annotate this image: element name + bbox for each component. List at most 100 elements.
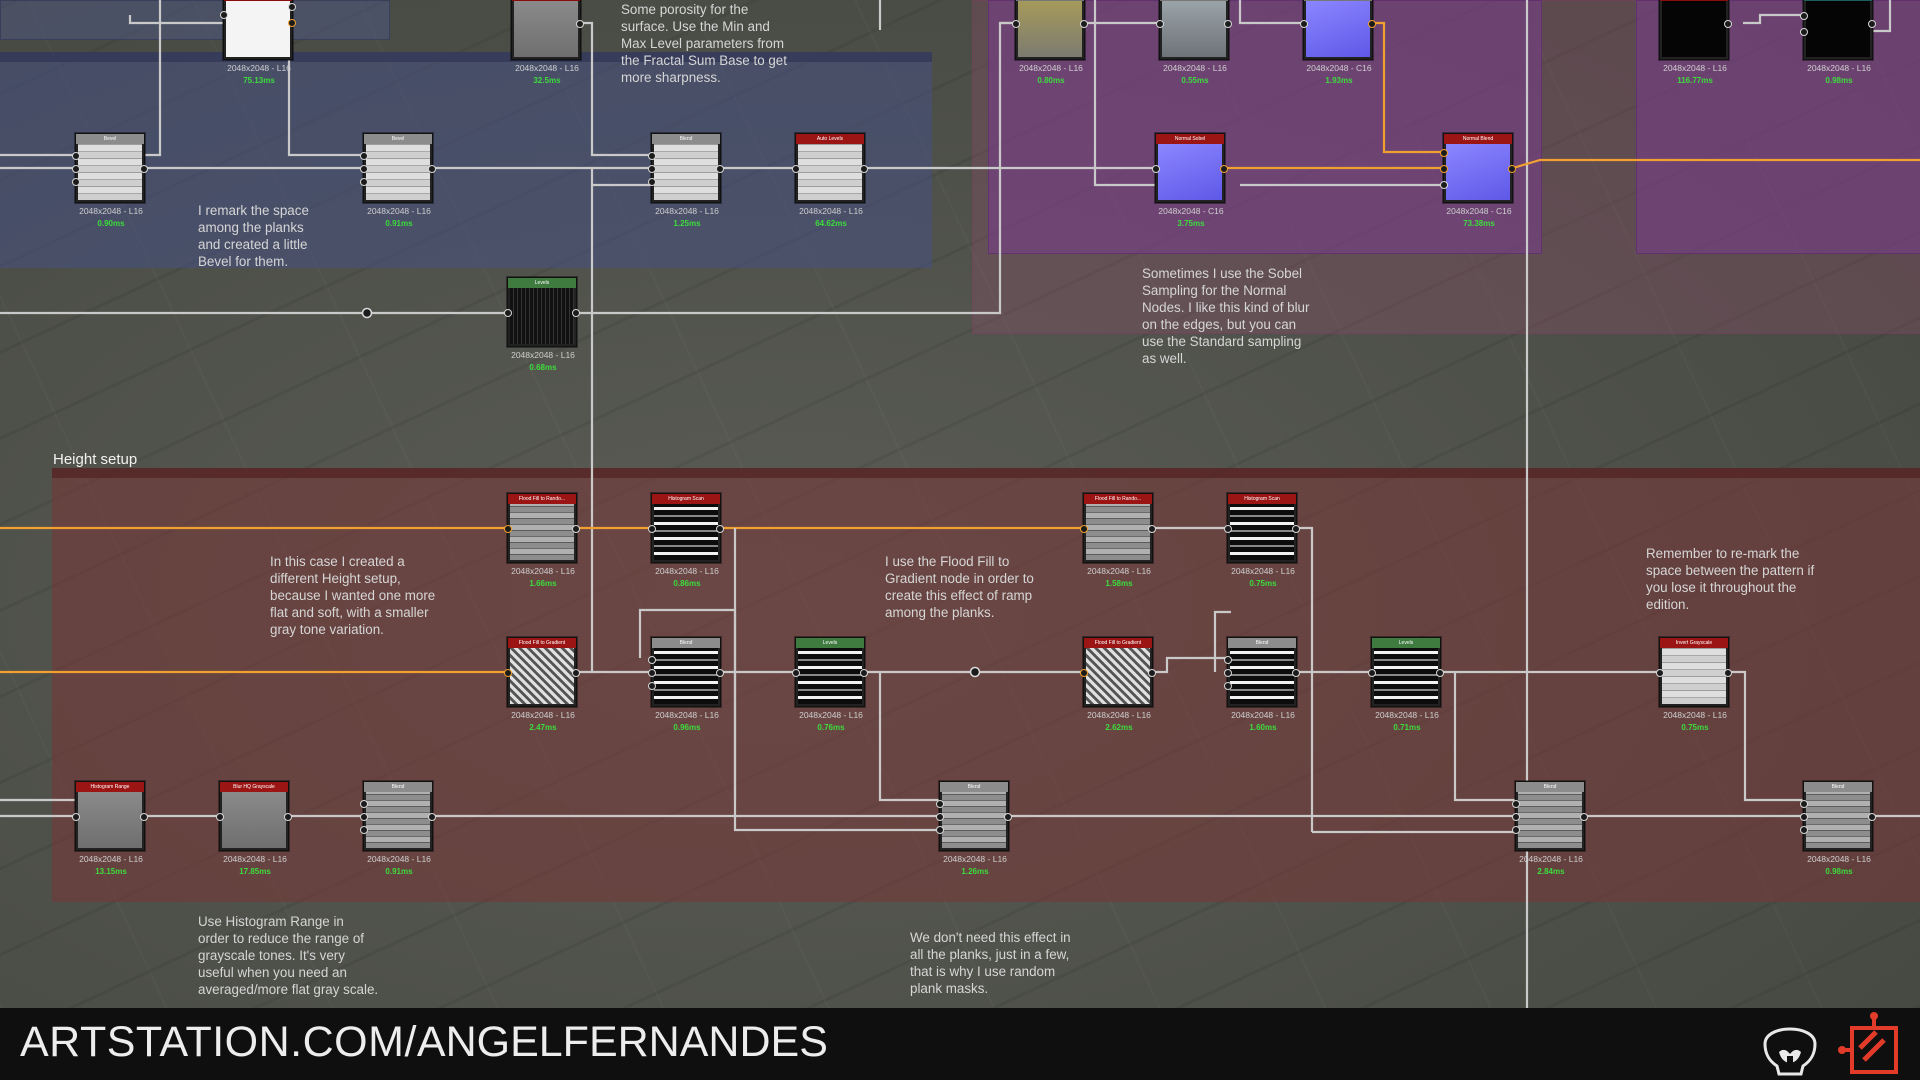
- node-blend-3[interactable]: Blend 2048x2048 - L16 1.60ms: [1224, 637, 1300, 732]
- node-output-port[interactable]: [288, 19, 296, 27]
- node-input-port[interactable]: [360, 813, 368, 821]
- node-input-port[interactable]: [72, 178, 80, 186]
- node-blur-hq-grayscale[interactable]: Blur HQ Grayscale 2048x2048 - L16 17.85m…: [216, 781, 292, 876]
- node-output-port[interactable]: [572, 309, 580, 317]
- node-top-white[interactable]: 2048x2048 - L16 75.13ms: [220, 0, 296, 85]
- node-input-port[interactable]: [1512, 800, 1520, 808]
- node-output-port[interactable]: [288, 3, 296, 11]
- node-blend-4[interactable]: Blend 2048x2048 - L16 0.91ms: [360, 781, 436, 876]
- node-output-port[interactable]: [1148, 525, 1156, 533]
- node-blend-7[interactable]: Blend 2048x2048 - L16 0.98ms: [1800, 781, 1876, 876]
- node-input-port[interactable]: [792, 165, 800, 173]
- node-output-port[interactable]: [1724, 20, 1732, 28]
- node-input-port[interactable]: [1080, 525, 1088, 533]
- node-input-port[interactable]: [1080, 669, 1088, 677]
- node-histogram-scan-2[interactable]: Histogram Scan 2048x2048 - L16 0.75ms: [1224, 493, 1300, 588]
- node-output-port[interactable]: [1292, 669, 1300, 677]
- node-histogram-range[interactable]: Histogram Range 2048x2048 - L16 13.15ms: [72, 781, 148, 876]
- node-flood-fill-random-2[interactable]: Flood Fill to Rando... 2048x2048 - L16 1…: [1080, 493, 1156, 588]
- node-input-port[interactable]: [792, 669, 800, 677]
- node-output-port[interactable]: [1508, 165, 1516, 173]
- node-output-port[interactable]: [1220, 165, 1228, 173]
- node-input-port[interactable]: [360, 826, 368, 834]
- node-input-port[interactable]: [648, 669, 656, 677]
- node-bevel-2[interactable]: Bevel 2048x2048 - L16 0.91ms: [360, 133, 436, 228]
- node-input-port[interactable]: [360, 165, 368, 173]
- node-top-normal[interactable]: 2048x2048 - C16 1.93ms: [1300, 0, 1376, 85]
- node-levels-3[interactable]: Levels 2048x2048 - L16 0.71ms: [1368, 637, 1444, 732]
- node-output-port[interactable]: [428, 165, 436, 173]
- node-input-port[interactable]: [504, 669, 512, 677]
- node-bevel-1[interactable]: Bevel 2048x2048 - L16 0.90ms: [72, 133, 148, 228]
- node-input-port[interactable]: [648, 656, 656, 664]
- node-input-port[interactable]: [1512, 813, 1520, 821]
- node-input-port[interactable]: [360, 178, 368, 186]
- node-output-port[interactable]: [716, 525, 724, 533]
- node-input-port[interactable]: [1012, 20, 1020, 28]
- node-output-port[interactable]: [1292, 525, 1300, 533]
- node-levels-top[interactable]: Levels 2048x2048 - L16 0.68ms: [504, 277, 580, 372]
- node-input-port[interactable]: [360, 152, 368, 160]
- node-output-port[interactable]: [716, 165, 724, 173]
- node-input-port[interactable]: [1300, 20, 1308, 28]
- node-input-port[interactable]: [1800, 12, 1808, 20]
- node-top-stone[interactable]: 2048x2048 - L16 0.55ms: [1156, 0, 1232, 85]
- node-input-port[interactable]: [648, 152, 656, 160]
- node-blend-1[interactable]: Blend 2048x2048 - L16 1.25ms: [648, 133, 724, 228]
- node-output-port[interactable]: [284, 813, 292, 821]
- node-output-port[interactable]: [860, 165, 868, 173]
- node-input-port[interactable]: [1800, 28, 1808, 36]
- node-input-port[interactable]: [1440, 165, 1448, 173]
- node-flood-fill-gradient-2[interactable]: Flood Fill to Gradient 2048x2048 - L16 2…: [1080, 637, 1156, 732]
- node-output-port[interactable]: [140, 165, 148, 173]
- node-input-port[interactable]: [1156, 20, 1164, 28]
- node-input-port[interactable]: [1368, 669, 1376, 677]
- node-output-port[interactable]: [572, 669, 580, 677]
- node-top-black-teal[interactable]: 2048x2048 - L16 0.98ms: [1800, 0, 1876, 85]
- node-input-port[interactable]: [936, 813, 944, 821]
- node-output-port[interactable]: [576, 20, 584, 28]
- node-input-port[interactable]: [1224, 656, 1232, 664]
- node-output-port[interactable]: [1080, 20, 1088, 28]
- node-output-port[interactable]: [1004, 813, 1012, 821]
- node-output-port[interactable]: [572, 525, 580, 533]
- node-output-port[interactable]: [1436, 669, 1444, 677]
- node-input-port[interactable]: [504, 309, 512, 317]
- node-input-port[interactable]: [648, 178, 656, 186]
- node-normal-blend[interactable]: Normal Blend 2048x2048 - C16 73.38ms: [1440, 133, 1516, 228]
- node-output-port[interactable]: [1580, 813, 1588, 821]
- node-top-gray[interactable]: 2048x2048 - L16 32.5ms: [511, 0, 584, 85]
- node-invert-grayscale[interactable]: Invert Grayscale 2048x2048 - L16 0.75ms: [1656, 637, 1732, 732]
- node-input-port[interactable]: [360, 800, 368, 808]
- node-input-port[interactable]: [1224, 669, 1232, 677]
- node-output-port[interactable]: [860, 669, 868, 677]
- node-auto-levels[interactable]: Auto Levels 2048x2048 - L16 64.62ms: [792, 133, 868, 228]
- node-input-port[interactable]: [1656, 669, 1664, 677]
- node-input-port[interactable]: [648, 525, 656, 533]
- node-output-port[interactable]: [1868, 20, 1876, 28]
- node-output-port[interactable]: [428, 813, 436, 821]
- node-input-port[interactable]: [648, 165, 656, 173]
- node-output-port[interactable]: [140, 813, 148, 821]
- node-graph-canvas[interactable]: Height setup Some porosity for the surfa…: [0, 0, 1920, 1008]
- node-output-port[interactable]: [1868, 813, 1876, 821]
- node-output-port[interactable]: [1724, 669, 1732, 677]
- node-input-port[interactable]: [936, 826, 944, 834]
- node-input-port[interactable]: [1224, 682, 1232, 690]
- node-input-port[interactable]: [1440, 181, 1448, 189]
- node-top-rust[interactable]: 2048x2048 - L16 0.80ms: [1012, 0, 1088, 85]
- artstation-link[interactable]: ARTSTATION.COM/ANGELFERNANDES: [20, 1018, 828, 1067]
- node-flood-fill-gradient-1[interactable]: Flood Fill to Gradient 2048x2048 - L16 2…: [504, 637, 580, 732]
- node-normal-sobel[interactable]: Normal Sobel 2048x2048 - C16 3.75ms: [1152, 133, 1228, 228]
- node-input-port[interactable]: [1800, 826, 1808, 834]
- node-blend-6[interactable]: Blend 2048x2048 - L16 2.84ms: [1512, 781, 1588, 876]
- node-blend-5[interactable]: Blend 2048x2048 - L16 1.26ms: [936, 781, 1012, 876]
- node-input-port[interactable]: [72, 152, 80, 160]
- node-input-port[interactable]: [504, 525, 512, 533]
- node-input-port[interactable]: [1152, 165, 1160, 173]
- node-output-port[interactable]: [1224, 20, 1232, 28]
- node-output-port[interactable]: [1148, 669, 1156, 677]
- node-input-port[interactable]: [1800, 813, 1808, 821]
- node-input-port[interactable]: [220, 11, 228, 19]
- node-input-port[interactable]: [1440, 149, 1448, 157]
